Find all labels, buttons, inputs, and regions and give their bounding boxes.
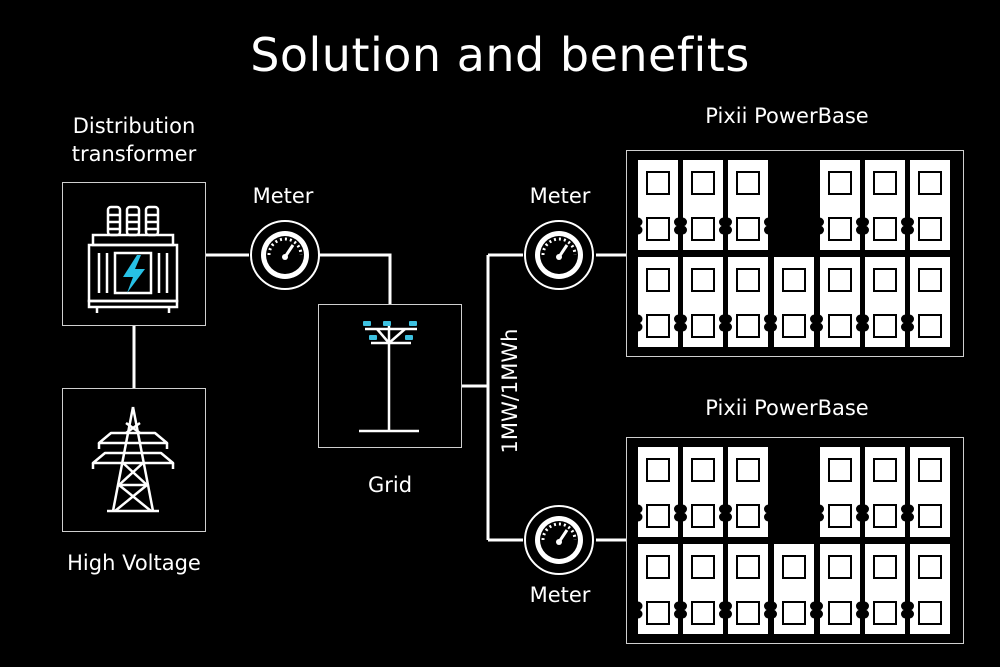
meter-label-top-right: Meter	[529, 184, 591, 208]
battery-module-icon	[683, 160, 723, 250]
module-connector	[674, 314, 687, 332]
battery-module-icon	[865, 544, 905, 634]
battery-module-icon	[910, 160, 950, 250]
module-connector	[764, 504, 777, 522]
grid-box	[318, 304, 462, 448]
module-connector	[719, 314, 732, 332]
meter-gauge-icon	[250, 220, 320, 290]
meter-label-bottom: Meter	[529, 583, 591, 607]
module-connector	[629, 217, 643, 235]
module-connector	[719, 504, 732, 522]
battery-module-icon	[683, 257, 723, 347]
battery-module-icon	[865, 447, 905, 537]
battery-module-icon	[820, 544, 860, 634]
module-connector	[629, 601, 643, 619]
transformer-icon	[87, 205, 179, 313]
battery-module-icon	[683, 544, 723, 634]
high-voltage-box	[62, 388, 206, 532]
module-connector	[856, 217, 869, 235]
battery-module-icon	[683, 447, 723, 537]
battery-module-icon	[638, 447, 678, 537]
battery-module-icon	[728, 257, 768, 347]
module-connector	[764, 314, 777, 332]
module-connector	[764, 217, 777, 235]
battery-module-icon	[774, 257, 814, 347]
module-connector	[901, 601, 914, 619]
module-connector	[901, 504, 914, 522]
module-connector	[719, 217, 732, 235]
powerbase-rack-bottom	[626, 437, 964, 644]
battery-module-icon	[638, 544, 678, 634]
module-connector	[674, 601, 687, 619]
line-meter-grid	[319, 253, 392, 304]
powerbase-label-top: Pixii PowerBase	[705, 104, 869, 128]
battery-module-icon	[728, 160, 768, 250]
powerbase-label-bottom: Pixii PowerBase	[705, 396, 869, 420]
transformer-label: Distribution transformer	[44, 112, 224, 168]
powerbase-modules	[629, 447, 950, 634]
powerbase-rack-top	[626, 150, 964, 357]
transformer-label-line2: transformer	[71, 142, 197, 166]
module-connector	[856, 601, 869, 619]
module-connector	[856, 504, 869, 522]
powerbase-modules	[629, 160, 950, 347]
module-connector	[629, 504, 643, 522]
module-connector	[719, 601, 732, 619]
meter-gauge-icon	[524, 505, 594, 575]
module-connector	[629, 314, 643, 332]
page-title: Solution and benefits	[250, 28, 750, 82]
battery-module-icon	[910, 544, 950, 634]
battery-module-icon	[820, 160, 860, 250]
battery-module-icon	[910, 257, 950, 347]
battery-module-icon	[820, 447, 860, 537]
utility-pole-icon	[359, 321, 419, 433]
module-connector	[811, 217, 824, 235]
meter-gauge-icon	[524, 220, 594, 290]
module-connector	[674, 217, 687, 235]
battery-module-icon	[638, 160, 678, 250]
module-connector	[674, 504, 687, 522]
battery-module-icon	[728, 447, 768, 537]
high-voltage-label: High Voltage	[67, 551, 201, 575]
module-connector	[810, 601, 823, 619]
battery-module-icon	[638, 257, 678, 347]
module-connector	[901, 314, 914, 332]
transformer-box	[62, 182, 206, 326]
battery-module-icon	[820, 257, 860, 347]
battery-module-icon	[865, 257, 905, 347]
battery-module-icon	[774, 544, 814, 634]
module-connector	[856, 314, 869, 332]
module-connector	[901, 217, 914, 235]
grid-label: Grid	[367, 473, 413, 497]
module-connector	[810, 314, 823, 332]
module-connector	[764, 601, 777, 619]
battery-module-icon	[728, 544, 768, 634]
battery-module-icon	[910, 447, 950, 537]
meter-label-top-left: Meter	[252, 184, 314, 208]
module-connector	[811, 504, 824, 522]
pylon-icon	[91, 406, 175, 513]
battery-module-icon	[865, 160, 905, 250]
transformer-label-line1: Distribution	[72, 114, 196, 138]
